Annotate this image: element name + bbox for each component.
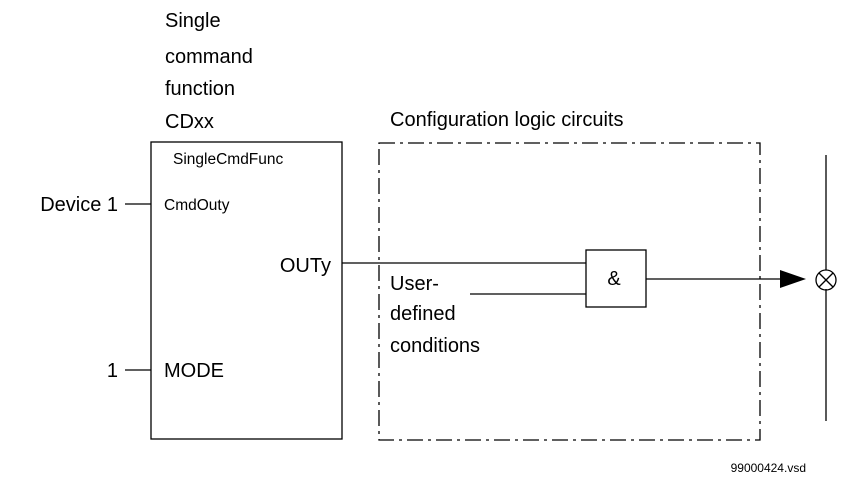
mode-input-value: 1 bbox=[107, 360, 118, 382]
lamp-cross-circle-icon bbox=[815, 155, 837, 421]
conditions-label-line2: defined bbox=[390, 303, 456, 325]
output-arrow-icon bbox=[780, 270, 806, 288]
function-block bbox=[150, 141, 343, 440]
conditions-label-line1: User- bbox=[390, 273, 439, 295]
conditions-label-line3: conditions bbox=[390, 335, 480, 357]
function-heading-line1: Single bbox=[165, 10, 221, 32]
function-heading-line3: function bbox=[165, 78, 235, 100]
device-input-label: Device 1 bbox=[40, 194, 118, 216]
function-block-name: SingleCmdFunc bbox=[173, 151, 284, 168]
cmd-input-label: CmdOuty bbox=[164, 197, 230, 214]
mode-input-label: MODE bbox=[164, 360, 224, 382]
and-gate-symbol: & bbox=[607, 268, 621, 290]
file-reference: 99000424.vsd bbox=[731, 461, 806, 475]
config-area-title: Configuration logic circuits bbox=[390, 109, 623, 131]
and-gate bbox=[585, 249, 647, 308]
output-label: OUTy bbox=[280, 255, 331, 277]
function-heading: Single command function CDxx bbox=[165, 10, 253, 133]
config-area-frame bbox=[378, 142, 761, 441]
function-heading-line2: command bbox=[165, 46, 253, 68]
function-heading-line4: CDxx bbox=[165, 111, 214, 133]
